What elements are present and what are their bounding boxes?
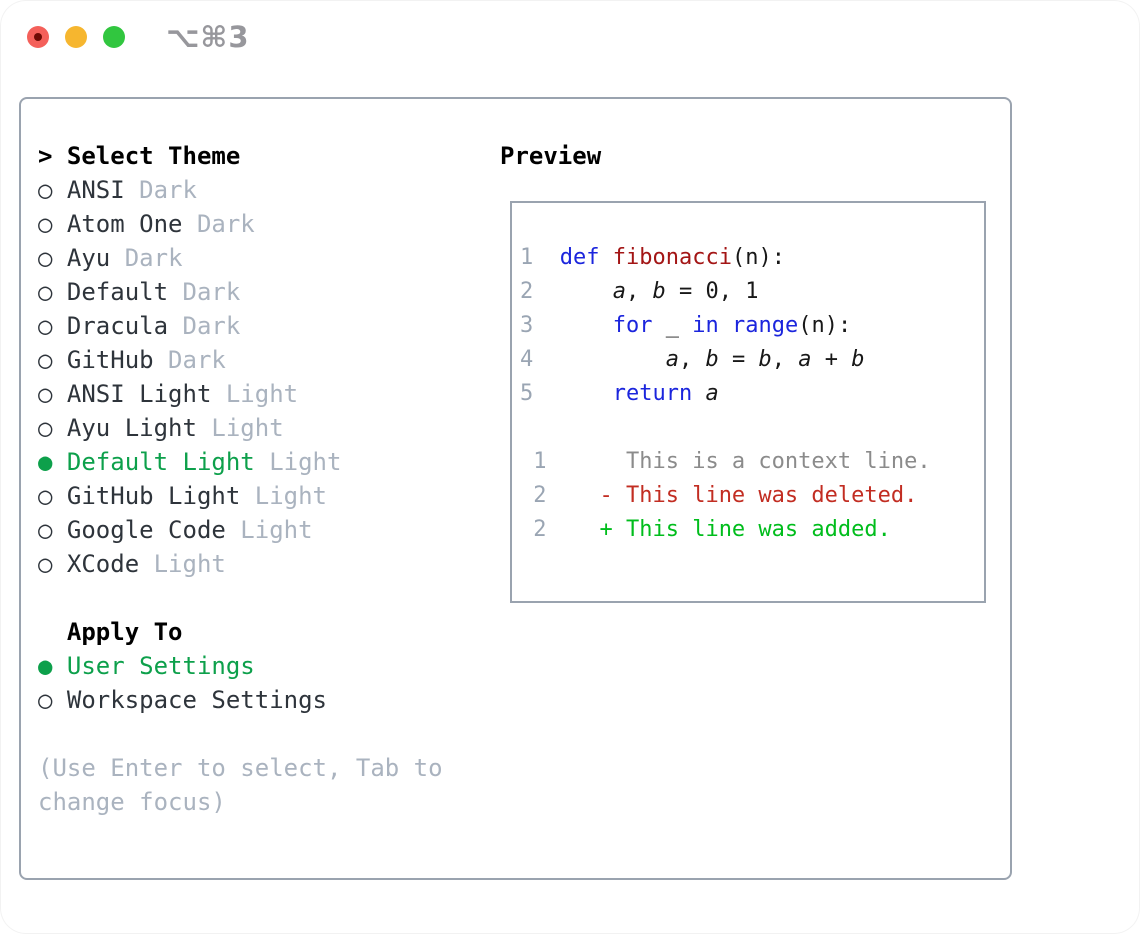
theme-variant: Dark: [124, 176, 197, 204]
preview-line: 5 return a: [520, 381, 719, 406]
theme-option-xcode[interactable]: ○ XCode Light: [38, 547, 443, 581]
theme-name: Google Code: [66, 516, 226, 544]
theme-name: Ayu: [66, 244, 111, 272]
theme-option-ansi-light[interactable]: ○ ANSI Light Light: [38, 377, 443, 411]
radio-unselected-icon: ○: [38, 482, 67, 510]
preview-line: 1 def fibonacci(n):: [520, 245, 785, 270]
theme-variant: Dark: [182, 210, 255, 238]
hint-line: (Use Enter to select, Tab to: [38, 754, 443, 782]
theme-variant: Light: [211, 380, 299, 408]
apply-to-header: Apply To: [38, 615, 443, 649]
close-dot-icon: [34, 33, 42, 41]
theme-variant: Dark: [153, 346, 226, 374]
radio-selected-icon: ●: [38, 448, 67, 476]
window-shortcut-label: ⌥⌘3: [166, 20, 250, 54]
apply-option-user-settings[interactable]: ● User Settings: [38, 649, 443, 683]
theme-name: Atom One: [66, 210, 183, 238]
radio-unselected-icon: ○: [38, 176, 67, 204]
theme-name: Default: [66, 278, 169, 306]
radio-unselected-icon: ○: [38, 516, 67, 544]
keyboard-hint: (Use Enter to select, Tab to change focus…: [38, 751, 443, 819]
radio-unselected-icon: ○: [38, 414, 67, 442]
preview-content: 1 def fibonacci(n): 2 a, b = 0, 1 3 for _ …: [512, 203, 984, 547]
theme-variant: Dark: [168, 312, 241, 340]
preview-line: 2 + This line was added.: [520, 517, 891, 542]
spacer: [38, 717, 443, 751]
theme-option-ansi[interactable]: ○ ANSI Dark: [38, 173, 443, 207]
radio-selected-icon: ●: [38, 652, 67, 680]
theme-picker: > Select Theme ○ ANSI Dark○ Atom One Dar…: [38, 139, 443, 819]
theme-list: ○ ANSI Dark○ Atom One Dark○ Ayu Dark○ De…: [38, 173, 443, 581]
radio-unselected-icon: ○: [38, 210, 67, 238]
preview-line: 3 for _ in range(n):: [520, 313, 852, 338]
theme-variant: Light: [225, 516, 313, 544]
theme-name: GitHub: [66, 346, 154, 374]
theme-option-ayu[interactable]: ○ Ayu Dark: [38, 241, 443, 275]
radio-unselected-icon: ○: [38, 550, 67, 578]
theme-variant: Light: [196, 414, 284, 442]
theme-option-atom-one[interactable]: ○ Atom One Dark: [38, 207, 443, 241]
theme-option-google-code[interactable]: ○ Google Code Light: [38, 513, 443, 547]
minimize-button[interactable]: [65, 26, 87, 48]
focus-caret-icon: >: [38, 142, 53, 170]
theme-variant: Light: [254, 448, 342, 476]
radio-unselected-icon: ○: [38, 278, 67, 306]
spacer: [38, 581, 443, 615]
main-panel: > Select Theme ○ ANSI Dark○ Atom One Dar…: [19, 97, 1012, 880]
radio-unselected-icon: ○: [38, 380, 67, 408]
theme-variant: Light: [139, 550, 226, 578]
preview-line: 2 - This line was deleted.: [520, 483, 918, 508]
hint-line: change focus): [38, 788, 226, 816]
theme-option-dracula[interactable]: ○ Dracula Dark: [38, 309, 443, 343]
apply-option-workspace-settings[interactable]: ○ Workspace Settings: [38, 683, 443, 717]
theme-name: ANSI Light: [66, 380, 212, 408]
titlebar: ⌥⌘3: [0, 0, 1140, 97]
theme-name: Default Light: [66, 448, 255, 476]
theme-name: GitHub Light: [66, 482, 241, 510]
maximize-button[interactable]: [103, 26, 125, 48]
theme-name: Ayu Light: [66, 414, 197, 442]
preview-box: 1 def fibonacci(n): 2 a, b = 0, 1 3 for _ …: [510, 201, 986, 603]
theme-option-default[interactable]: ○ Default Dark: [38, 275, 443, 309]
preview-label: Preview: [500, 142, 602, 170]
theme-variant: Light: [240, 482, 327, 510]
theme-name: ANSI: [66, 176, 125, 204]
apply-option-label: Workspace Settings: [66, 686, 327, 714]
preview-line: [520, 411, 984, 445]
theme-name: Dracula: [66, 312, 169, 340]
theme-option-ayu-light[interactable]: ○ Ayu Light Light: [38, 411, 443, 445]
preview-line: 1 This is a context line.: [520, 449, 931, 474]
apply-option-label: User Settings: [66, 652, 255, 680]
theme-variant: Dark: [168, 278, 241, 306]
theme-option-default-light[interactable]: ● Default Light Light: [38, 445, 443, 479]
theme-variant: Dark: [110, 244, 183, 272]
radio-unselected-icon: ○: [38, 686, 67, 714]
theme-name: XCode: [66, 550, 140, 578]
radio-unselected-icon: ○: [38, 312, 67, 340]
apply-to-title: Apply To: [66, 618, 183, 646]
apply-to-list: ● User Settings○ Workspace Settings: [38, 649, 443, 717]
preview-line: 2 a, b = 0, 1: [520, 279, 759, 304]
radio-unselected-icon: ○: [38, 244, 67, 272]
radio-unselected-icon: ○: [38, 346, 67, 374]
preview-line: 4 a, b = b, a + b: [520, 347, 865, 372]
select-theme-header: > Select Theme: [38, 139, 443, 173]
theme-option-github-light[interactable]: ○ GitHub Light Light: [38, 479, 443, 513]
select-theme-title: Select Theme: [66, 142, 241, 170]
theme-option-github[interactable]: ○ GitHub Dark: [38, 343, 443, 377]
close-button[interactable]: [27, 26, 49, 48]
